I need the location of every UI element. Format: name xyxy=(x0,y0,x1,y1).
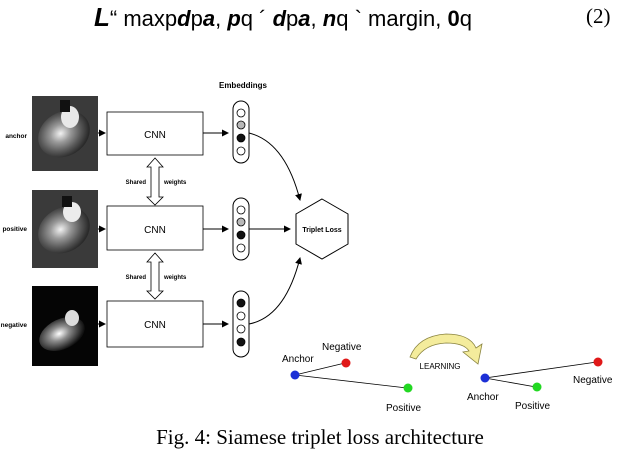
positive-text: Positive xyxy=(515,401,550,412)
triplet-architecture-figure: Embeddings anchor positive negative CNN … xyxy=(1,81,613,414)
embedding-vector-anchor xyxy=(232,100,250,164)
cnn-box-positive: CNN xyxy=(106,205,204,251)
positive-label: positive xyxy=(2,226,27,233)
equation-token: ´ xyxy=(253,6,273,31)
equation-body: L“ maxpdpa, pq ´ dpa, nq ` margin, 0q xyxy=(94,2,472,33)
equation-token: n xyxy=(316,6,337,31)
equation-token: q xyxy=(459,6,473,31)
cnn-box-negative: CNN xyxy=(106,300,204,348)
anchor-label: anchor xyxy=(5,133,27,140)
equation-token: ` xyxy=(348,6,369,31)
embeddings-label: Embeddings xyxy=(219,81,268,90)
shared-label: Shared xyxy=(126,275,147,281)
equation-token: d xyxy=(177,6,191,31)
equation-token: , xyxy=(310,6,317,31)
negative-point xyxy=(593,357,603,367)
shared-weights-arrow xyxy=(146,252,164,300)
equation-token: “ xyxy=(109,6,118,31)
cnn-label: CNN xyxy=(144,225,166,236)
loss-equation: L“ maxpdpa, pq ´ dpa, nq ` margin, 0q (2… xyxy=(0,0,640,56)
anchor-point xyxy=(480,373,490,383)
triplet-loss-node: Triplet Loss xyxy=(295,198,349,260)
embedding-vector-negative xyxy=(232,290,250,358)
equation-token: a xyxy=(298,6,311,31)
equation-token: q xyxy=(240,6,254,31)
positive-point xyxy=(403,383,413,393)
negative-point xyxy=(341,358,351,368)
equation-token: p xyxy=(286,6,299,31)
equation-token: , xyxy=(215,6,222,31)
equation-token: margin, xyxy=(368,6,448,31)
equation-token: L xyxy=(94,2,110,32)
figure-caption: Fig. 4: Siamese triplet loss architectur… xyxy=(156,425,484,449)
equation-token: maxp xyxy=(117,6,178,31)
anchor-text: Anchor xyxy=(467,392,499,403)
equation-number: (2) xyxy=(586,4,611,28)
anchor-image xyxy=(32,96,98,171)
anchor-point xyxy=(290,370,300,380)
negative-label: negative xyxy=(1,322,28,329)
cnn-label: CNN xyxy=(144,320,166,331)
equation-token: d xyxy=(272,6,287,31)
equation-token: p xyxy=(221,6,241,31)
positive-point xyxy=(532,382,542,392)
learning-after: Anchor Negative Positive xyxy=(467,357,613,412)
negative-image xyxy=(32,286,98,366)
weights-label: weights xyxy=(163,180,187,186)
equation-token: 0 xyxy=(447,6,460,31)
embedding-vector-positive xyxy=(232,197,250,261)
equation-token: a xyxy=(202,6,216,31)
shared-weights-arrow xyxy=(146,157,164,206)
positive-text: Positive xyxy=(386,403,421,414)
cnn-label: CNN xyxy=(144,130,166,141)
weights-label: weights xyxy=(163,275,187,281)
cnn-box-anchor: CNN xyxy=(106,111,204,156)
negative-text: Negative xyxy=(573,375,613,386)
learning-arrow xyxy=(409,333,483,365)
equation-token: q xyxy=(336,6,349,31)
positive-image xyxy=(32,190,98,268)
shared-label: Shared xyxy=(126,180,147,186)
equation-token: p xyxy=(190,6,203,31)
negative-text: Negative xyxy=(322,342,362,353)
learning-before: Anchor Negative Positive xyxy=(282,342,421,414)
learning-label: LEARNING xyxy=(420,362,461,371)
triplet-loss-label: Triplet Loss xyxy=(302,227,341,234)
anchor-text: Anchor xyxy=(282,354,314,365)
